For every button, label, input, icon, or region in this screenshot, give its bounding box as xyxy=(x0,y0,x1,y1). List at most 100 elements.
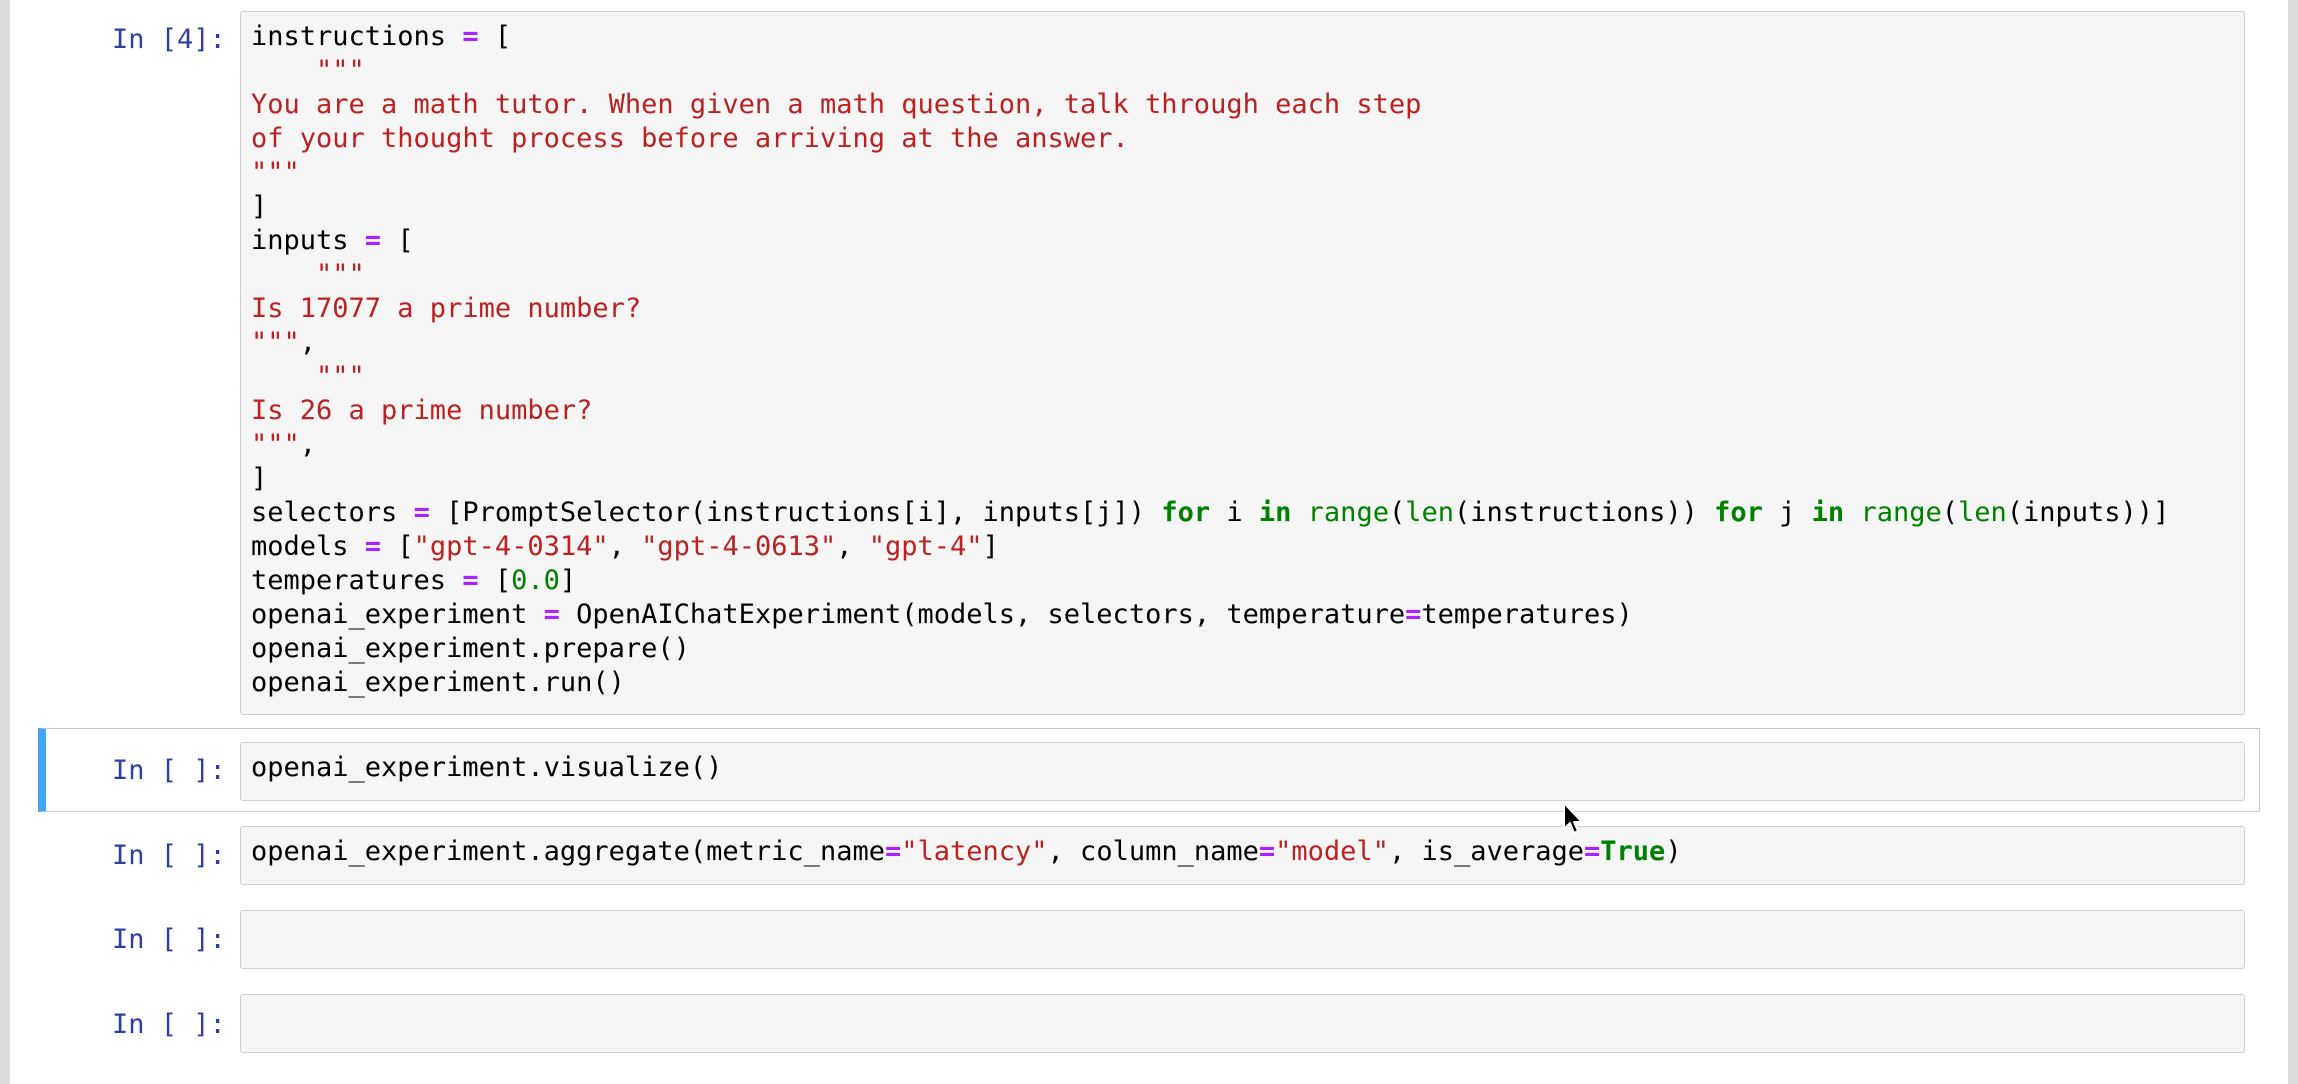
right-gutter xyxy=(2288,0,2298,1084)
code-token xyxy=(1291,497,1307,528)
code-token: i xyxy=(1210,497,1259,528)
code-token: OpenAIChatExperiment(models, selectors, … xyxy=(559,599,1406,630)
code-line: openai_experiment.visualize() xyxy=(251,752,722,783)
code-editor[interactable]: openai_experiment.aggregate(metric_name=… xyxy=(251,835,1682,869)
cell-prompt: In [ ]: xyxy=(112,755,226,786)
keyword-token: for xyxy=(1714,497,1763,528)
code-line: openai_experiment = OpenAIChatExperiment… xyxy=(251,599,1633,630)
code-token: openai_experiment xyxy=(251,599,544,630)
code-token: , xyxy=(608,531,642,562)
code-token: temperatures) xyxy=(1421,599,1633,630)
keyword-token: in xyxy=(1811,497,1845,528)
code-line: Is 17077 a prime number? xyxy=(251,293,641,324)
string-token: """ xyxy=(251,327,300,358)
builtin-token: len xyxy=(1957,497,2007,528)
operator-token: = xyxy=(1405,599,1422,630)
operator-token: = xyxy=(1584,836,1601,867)
code-input-area[interactable]: openai_experiment.visualize() xyxy=(240,742,2245,801)
string-token: Is 26 a prime number? xyxy=(251,395,593,426)
code-token: (inputs))] xyxy=(2006,497,2170,528)
string-token: """ xyxy=(251,55,365,86)
code-token: , is_average xyxy=(1388,836,1585,867)
builtin-token: range xyxy=(1860,497,1942,528)
code-token: openai_experiment.run() xyxy=(251,667,625,698)
cell-prompt: In [4]: xyxy=(112,24,226,55)
code-token: [ xyxy=(381,531,414,562)
code-line: """, xyxy=(251,429,316,460)
cell-prompt: In [ ]: xyxy=(112,1009,226,1040)
operator-token: = xyxy=(884,836,902,867)
code-line: """ xyxy=(251,55,365,86)
code-token: ( xyxy=(1388,497,1406,528)
code-token: , xyxy=(299,429,317,460)
code-cell-2-selected[interactable] xyxy=(38,728,2260,812)
string-token: "gpt-4-0314" xyxy=(413,531,609,562)
code-token: ] xyxy=(251,191,268,222)
string-token: """ xyxy=(251,157,300,188)
code-line: openai_experiment.prepare() xyxy=(251,633,690,664)
code-line: """ xyxy=(251,361,365,392)
mouse-pointer-icon xyxy=(1563,802,1583,834)
code-line: selectors = [PromptSelector(instructions… xyxy=(251,497,2169,528)
code-token: inputs xyxy=(251,225,365,256)
code-line: models = ["gpt-4-0314", "gpt-4-0613", "g… xyxy=(251,531,999,562)
string-token: You are a math tutor. When given a math … xyxy=(251,89,1422,120)
operator-token: = xyxy=(413,497,430,528)
string-token: "latency" xyxy=(901,836,1048,867)
string-token: """ xyxy=(251,429,300,460)
code-token: instructions xyxy=(251,21,463,52)
code-token: [ xyxy=(478,565,512,596)
code-token: [ xyxy=(381,225,414,256)
code-token: ] xyxy=(559,565,577,596)
keyword-token: True xyxy=(1600,836,1666,867)
operator-token: = xyxy=(543,599,560,630)
operator-token: = xyxy=(1258,836,1276,867)
code-line: openai_experiment.run() xyxy=(251,667,625,698)
code-token: temperatures xyxy=(251,565,463,596)
code-token: , xyxy=(299,327,317,358)
code-token: [ xyxy=(478,21,512,52)
cell-prompt: In [ ]: xyxy=(112,840,226,871)
code-editor[interactable]: instructions = [ """ You are a math tuto… xyxy=(251,20,2169,700)
string-token: "model" xyxy=(1275,836,1389,867)
code-token: [PromptSelector(instructions[i], inputs[… xyxy=(429,497,1162,528)
code-token: (instructions)) xyxy=(1454,497,1715,528)
code-line: of your thought process before arriving … xyxy=(251,123,1129,154)
code-token: ] xyxy=(982,531,999,562)
operator-token: = xyxy=(364,225,382,256)
builtin-token: len xyxy=(1405,497,1454,528)
code-input-area-empty[interactable] xyxy=(240,994,2245,1053)
string-token: """ xyxy=(251,259,365,290)
string-token: """ xyxy=(251,361,365,392)
code-token: ] xyxy=(251,463,268,494)
code-token: ) xyxy=(1665,836,1682,867)
code-line: ] xyxy=(251,191,267,222)
cell-prompt: In [ ]: xyxy=(112,924,226,955)
code-token: j xyxy=(1762,497,1812,528)
code-input-area[interactable]: openai_experiment.aggregate(metric_name=… xyxy=(240,826,2245,885)
string-token: of your thought process before arriving … xyxy=(251,123,1129,154)
code-token: openai_experiment.visualize() xyxy=(251,752,723,783)
code-line: """ xyxy=(251,259,365,290)
code-line: temperatures = [0.0] xyxy=(251,565,576,596)
code-token: openai_experiment.prepare() xyxy=(251,633,690,664)
builtin-token: range xyxy=(1307,497,1389,528)
operator-token: = xyxy=(364,531,382,562)
code-token: , column_name xyxy=(1047,836,1259,867)
code-line: openai_experiment.aggregate(metric_name=… xyxy=(251,836,1682,867)
code-token: ( xyxy=(1941,497,1958,528)
keyword-token: for xyxy=(1161,497,1211,528)
number-token: 0.0 xyxy=(511,565,560,596)
code-input-area-empty[interactable] xyxy=(240,910,2245,969)
code-line: You are a math tutor. When given a math … xyxy=(251,89,1421,120)
code-input-area[interactable]: instructions = [ """ You are a math tuto… xyxy=(240,11,2245,715)
code-line: Is 26 a prime number? xyxy=(251,395,592,426)
operator-token: = xyxy=(462,565,479,596)
code-editor[interactable]: openai_experiment.visualize() xyxy=(251,751,722,785)
code-token: openai_experiment.aggregate(metric_name xyxy=(251,836,885,867)
code-token xyxy=(1844,497,1860,528)
string-token: "gpt-4" xyxy=(868,531,983,562)
keyword-token: in xyxy=(1258,497,1292,528)
code-token: models xyxy=(251,531,365,562)
code-line: ] xyxy=(251,463,267,494)
